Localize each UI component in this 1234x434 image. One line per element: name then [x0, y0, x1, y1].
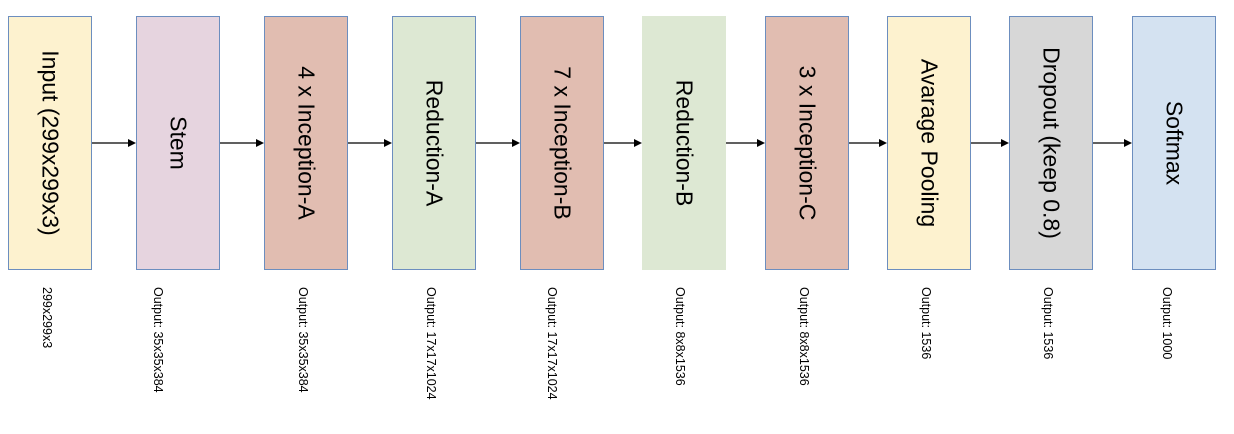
stage-label: 3 x Inception-C [794, 65, 821, 221]
stage-block-7: 3 x Inception-C [765, 16, 849, 270]
stage-block-9: Dropout (keep 0.8) [1009, 16, 1093, 270]
flow-arrow [726, 136, 765, 150]
stage-output-label: Output: 35x35x384 [296, 287, 310, 393]
stage-block-3: 4 x Inception-A [264, 16, 348, 270]
stage-block-1: Input (299x299x3) [8, 16, 92, 270]
stage-block-2: Stem [136, 16, 220, 270]
stage-output-label: 299x299x3 [40, 287, 54, 349]
stage-block-5: 7 x Inception-B [520, 16, 604, 270]
stage-label: Softmax [1161, 100, 1188, 186]
stage-block-8: Avarage Pooling [887, 16, 971, 270]
stage-label: Reduction-B [671, 79, 698, 207]
flow-arrow [220, 136, 264, 150]
stage-label: Input (299x299x3) [37, 50, 64, 236]
stage-block-10: Softmax [1132, 16, 1216, 270]
flow-arrow [1093, 136, 1132, 150]
stage-output-label: Output: 35x35x384 [151, 287, 165, 393]
stage-label: Dropout (keep 0.8) [1038, 47, 1065, 239]
flow-arrow [849, 136, 887, 150]
stage-block-4: Reduction-A [392, 16, 476, 270]
flow-arrow [92, 136, 136, 150]
flow-arrow [971, 136, 1009, 150]
stage-label: Stem [165, 116, 192, 170]
stage-output-label: Output: 17x17x1024 [545, 287, 559, 400]
stage-output-label: Output: 17x17x1024 [424, 287, 438, 400]
flow-arrow [476, 136, 520, 150]
stage-block-6: Reduction-B [642, 16, 726, 270]
stage-label: Reduction-A [421, 79, 448, 207]
stage-label: Avarage Pooling [916, 58, 943, 228]
stage-output-label: Output: 1536 [919, 287, 933, 360]
stage-output-label: Output: 1536 [1041, 287, 1055, 360]
stage-output-label: Output: 1000 [1160, 287, 1174, 360]
stage-label: 4 x Inception-A [293, 66, 320, 220]
flow-arrow [348, 136, 392, 150]
stage-output-label: Output: 8x8x1536 [797, 287, 811, 386]
flow-arrow [604, 136, 642, 150]
stage-label: 7 x Inception-B [549, 66, 576, 220]
stage-output-label: Output: 8x8x1536 [673, 287, 687, 386]
